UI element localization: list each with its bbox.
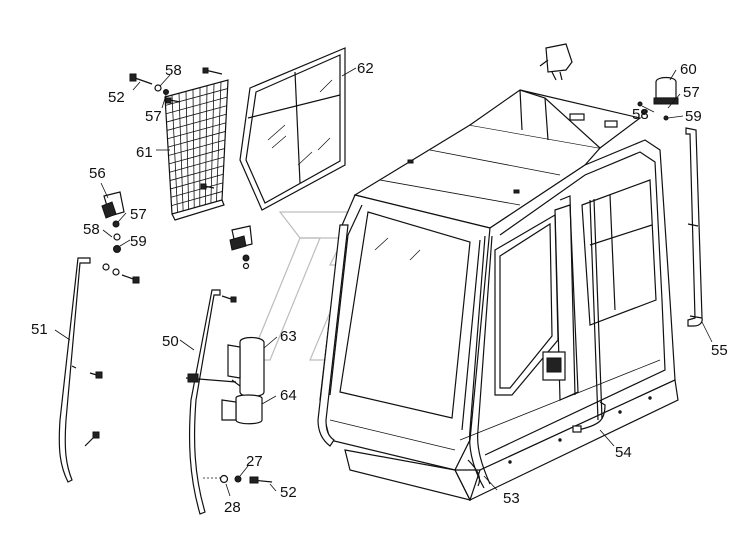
callout-27: 27 bbox=[246, 453, 263, 470]
callout-57-left: 57 bbox=[130, 206, 147, 223]
rear-view-mirror-lower bbox=[221, 394, 263, 425]
callout-54: 54 bbox=[615, 444, 632, 461]
front-handrail bbox=[469, 235, 493, 489]
right-grab-handle bbox=[685, 127, 703, 327]
callout-62: 62 bbox=[357, 60, 374, 77]
rotating-beacon bbox=[637, 76, 679, 121]
wire-guard-screen bbox=[164, 79, 229, 221]
callout-58-right: 58 bbox=[632, 106, 649, 123]
callout-59-right: 59 bbox=[685, 108, 702, 125]
callout-59-left: 59 bbox=[130, 233, 147, 250]
window-glass-panel bbox=[239, 47, 346, 211]
callout-57-right: 57 bbox=[683, 84, 700, 101]
roof-lamp bbox=[539, 43, 573, 81]
callout-50: 50 bbox=[162, 333, 179, 350]
callout-55: 55 bbox=[711, 342, 728, 359]
callout-28: 28 bbox=[224, 499, 241, 516]
callout-56: 56 bbox=[89, 165, 106, 182]
callout-64: 64 bbox=[280, 387, 297, 404]
callout-58-top: 58 bbox=[165, 62, 182, 79]
cab-body bbox=[317, 89, 679, 502]
callout-58-left: 58 bbox=[83, 221, 100, 238]
callout-52-top: 52 bbox=[108, 89, 125, 106]
work-lamp-bracket-left bbox=[101, 191, 140, 284]
mirror-stay-rod bbox=[185, 289, 237, 515]
callout-57-top: 57 bbox=[145, 108, 162, 125]
callout-labels: 52 58 57 61 62 56 57 58 59 51 50 63 64 2… bbox=[31, 60, 728, 516]
screen-fasteners bbox=[129, 67, 223, 190]
rear-view-mirror-upper bbox=[227, 336, 265, 398]
callout-53: 53 bbox=[503, 490, 520, 507]
mirror-bracket-upper bbox=[229, 225, 253, 270]
leader-lines bbox=[54, 67, 713, 497]
callout-63: 63 bbox=[280, 328, 297, 345]
callout-52-bottom: 52 bbox=[280, 484, 297, 501]
callout-61: 61 bbox=[136, 144, 153, 161]
left-grab-handle bbox=[58, 257, 103, 483]
mirror-fasteners bbox=[203, 474, 273, 484]
callout-60: 60 bbox=[680, 61, 697, 78]
door-handrail bbox=[589, 198, 603, 421]
callout-51: 51 bbox=[31, 321, 48, 338]
